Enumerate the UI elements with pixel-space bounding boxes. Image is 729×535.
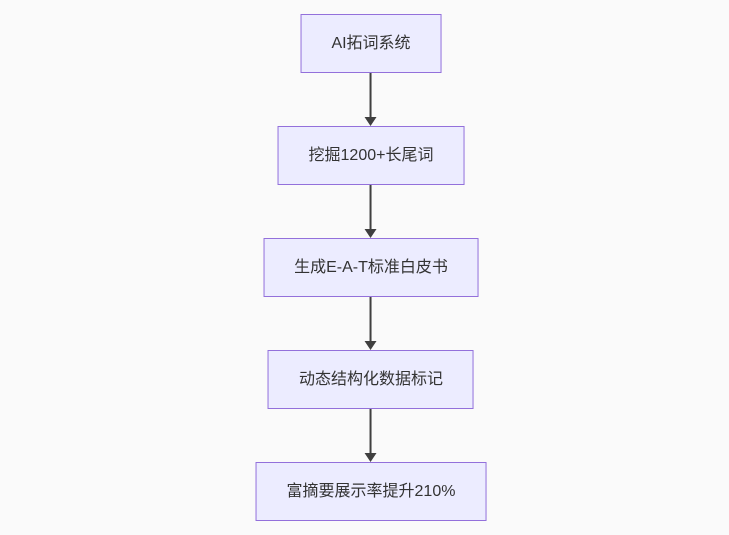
arrow-line xyxy=(370,409,372,453)
arrowhead-down-icon xyxy=(365,341,377,350)
arrowhead-down-icon xyxy=(365,453,377,462)
flow-arrow xyxy=(365,73,377,126)
arrowhead-down-icon xyxy=(365,117,377,126)
arrow-line xyxy=(370,297,372,341)
arrow-line xyxy=(370,73,372,117)
node-longtail-mining: 挖掘1200+长尾词 xyxy=(277,126,465,185)
node-label: 生成E-A-T标准白皮书 xyxy=(294,259,448,276)
flow-arrow xyxy=(365,409,377,462)
node-label: AI拓词系统 xyxy=(331,35,411,52)
node-structured-data-markup: 动态结构化数据标记 xyxy=(267,350,474,409)
flow-arrow xyxy=(365,297,377,350)
node-eat-whitepaper: 生成E-A-T标准白皮书 xyxy=(263,238,479,297)
flow-arrow xyxy=(365,185,377,238)
flowchart: AI拓词系统 挖掘1200+长尾词 生成E-A-T标准白皮书 动态结构化数据标记 xyxy=(255,14,487,521)
arrow-line xyxy=(370,185,372,229)
arrowhead-down-icon xyxy=(365,229,377,238)
node-ai-word-system: AI拓词系统 xyxy=(300,14,442,73)
node-label: 动态结构化数据标记 xyxy=(298,371,443,388)
node-label: 挖掘1200+长尾词 xyxy=(308,147,434,164)
node-label: 富摘要展示率提升210% xyxy=(286,483,456,500)
node-rich-snippet-result: 富摘要展示率提升210% xyxy=(255,462,487,521)
